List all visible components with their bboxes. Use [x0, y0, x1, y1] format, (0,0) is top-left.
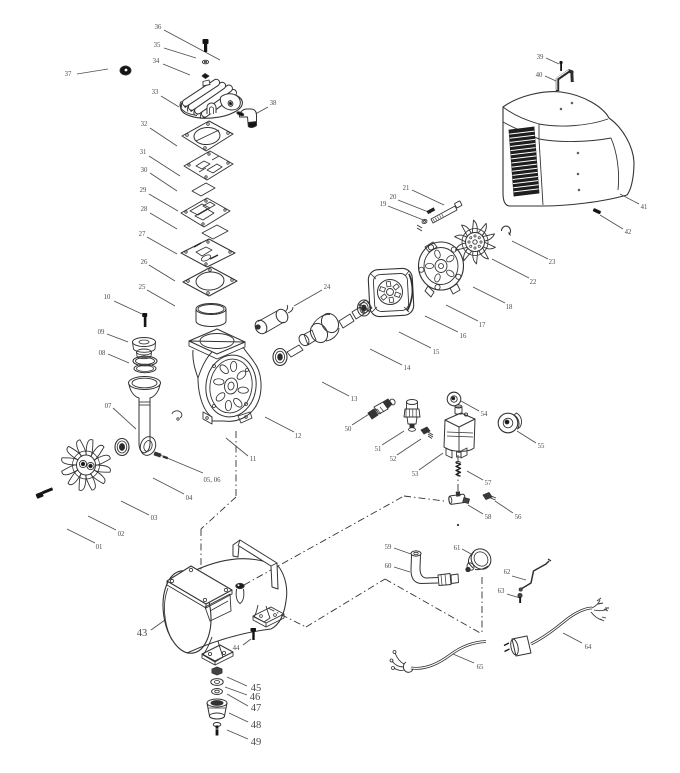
svg-text:08: 08 [99, 350, 106, 357]
svg-text:19: 19 [380, 201, 387, 208]
svg-text:04: 04 [186, 495, 193, 502]
svg-text:37: 37 [65, 71, 72, 78]
svg-text:27: 27 [139, 231, 146, 238]
svg-text:11: 11 [250, 456, 257, 463]
svg-text:39: 39 [537, 54, 544, 61]
svg-text:05, 06: 05, 06 [204, 477, 222, 484]
svg-text:43: 43 [137, 628, 148, 639]
svg-text:31: 31 [140, 149, 147, 156]
svg-text:34: 34 [153, 58, 160, 65]
svg-text:52: 52 [390, 456, 397, 463]
svg-text:25: 25 [139, 284, 146, 291]
svg-text:38: 38 [270, 100, 277, 107]
svg-text:15: 15 [433, 349, 440, 356]
svg-text:09: 09 [98, 329, 105, 336]
svg-text:50: 50 [345, 426, 352, 433]
svg-text:21: 21 [403, 185, 410, 192]
svg-text:49: 49 [251, 737, 262, 748]
svg-text:51: 51 [375, 446, 382, 453]
svg-text:55: 55 [538, 443, 545, 450]
svg-text:35: 35 [154, 42, 161, 49]
svg-text:32: 32 [141, 121, 148, 128]
svg-text:36: 36 [155, 24, 162, 31]
svg-text:65: 65 [477, 664, 484, 671]
svg-text:26: 26 [141, 259, 148, 266]
svg-text:22: 22 [530, 279, 537, 286]
svg-text:14: 14 [404, 365, 411, 372]
svg-text:01: 01 [96, 544, 103, 551]
svg-text:42: 42 [625, 229, 632, 236]
svg-text:54: 54 [481, 411, 488, 418]
svg-text:03: 03 [151, 515, 158, 522]
svg-text:10: 10 [104, 294, 111, 301]
svg-text:41: 41 [641, 204, 648, 211]
svg-text:53: 53 [412, 471, 419, 478]
svg-text:17: 17 [479, 322, 486, 329]
svg-text:30: 30 [141, 167, 148, 174]
svg-text:56: 56 [515, 514, 522, 521]
svg-text:47: 47 [251, 703, 262, 714]
svg-text:60: 60 [385, 563, 392, 570]
svg-text:48: 48 [251, 720, 262, 731]
svg-text:62: 62 [504, 569, 511, 576]
svg-text:57: 57 [485, 480, 492, 487]
svg-text:07: 07 [105, 403, 112, 410]
svg-text:58: 58 [485, 514, 492, 521]
svg-text:59: 59 [385, 544, 392, 551]
svg-text:18: 18 [506, 304, 513, 311]
svg-text:16: 16 [460, 333, 467, 340]
svg-text:23: 23 [549, 259, 556, 266]
svg-text:13: 13 [351, 396, 358, 403]
svg-text:28: 28 [141, 206, 148, 213]
svg-text:20: 20 [390, 194, 397, 201]
svg-text:45: 45 [251, 683, 262, 694]
svg-text:02: 02 [118, 531, 125, 538]
svg-text:33: 33 [152, 89, 159, 96]
svg-text:63: 63 [498, 588, 505, 595]
svg-text:29: 29 [140, 187, 147, 194]
svg-text:24: 24 [324, 284, 331, 291]
svg-text:46: 46 [250, 692, 261, 703]
svg-text:61: 61 [454, 545, 461, 552]
svg-text:40: 40 [536, 72, 543, 79]
svg-text:64: 64 [585, 644, 592, 651]
svg-text:12: 12 [295, 433, 302, 440]
svg-text:44: 44 [233, 645, 240, 652]
